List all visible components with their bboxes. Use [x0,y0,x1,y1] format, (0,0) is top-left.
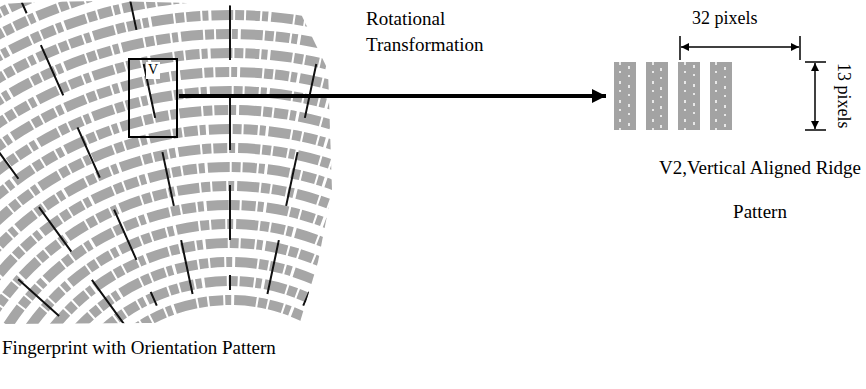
ridge-line [0,186,514,389]
ridge-texture-line [724,67,726,130]
ridge-line [3,243,457,389]
ridge-texture [620,62,725,130]
ridge-texture-line [715,62,717,130]
dimension-tick [805,61,826,63]
dimension-tick [799,36,801,60]
ridge-line [0,167,533,389]
ridge-texture-line [684,62,686,130]
ridge-line [0,129,571,389]
ridge-line [0,0,704,389]
ridge-stripe [678,62,700,130]
dimension-line [681,46,799,48]
dimension-tick [805,129,826,131]
ridge-line [0,34,666,389]
fingerprint-image: Fingerprint with Orientation PatternV [0,0,330,325]
dimension-line [814,63,816,129]
ridge-texture-line [660,68,662,130]
selected-window: V [128,58,178,138]
width-dimension [680,36,800,60]
ridge-texture-line [619,62,621,130]
ridge-line [0,0,761,389]
ridge-stripe [710,62,732,130]
transform-arrow [179,94,606,98]
ridge-texture-line [628,66,630,130]
window-label: V [146,62,160,79]
ridge-line [0,53,647,389]
ridge-texture-line [693,65,695,130]
orientation-line [229,0,231,290]
ridge-line [0,15,685,389]
aligned-ridge-pattern: V2,Vertical Aligned Ridge Pattern [612,62,738,130]
ridge-line [0,0,742,389]
ridge-line [0,0,723,389]
aligned-ridge-patch [614,62,732,130]
orientation-line [116,0,193,294]
orientation-line [336,25,553,324]
ridge-line [0,224,476,389]
caption: V2,Vertical Aligned Ridge Pattern [658,146,862,234]
caption: Fingerprint with Orientation Pattern [2,337,362,360]
orientation-line [6,0,156,306]
dimension-label: 32 pixels [692,8,758,30]
height-dimension [805,62,826,130]
dimension-tick [679,36,681,60]
fingerprint-ridges [0,0,761,389]
ridge-line [0,72,628,389]
ridge-stripe [614,62,636,130]
ridge-line [41,281,419,389]
edge-label: Rotational Transformation [366,6,526,57]
ridge-line [0,91,609,389]
ridge-stripe [646,62,668,130]
orientation-line [0,25,124,324]
dimension-label: 13 pixels [832,63,854,129]
ridge-texture-line [652,62,654,130]
ridge-line [0,148,552,389]
orientation-lines [0,0,553,380]
orientation-line [267,0,344,294]
